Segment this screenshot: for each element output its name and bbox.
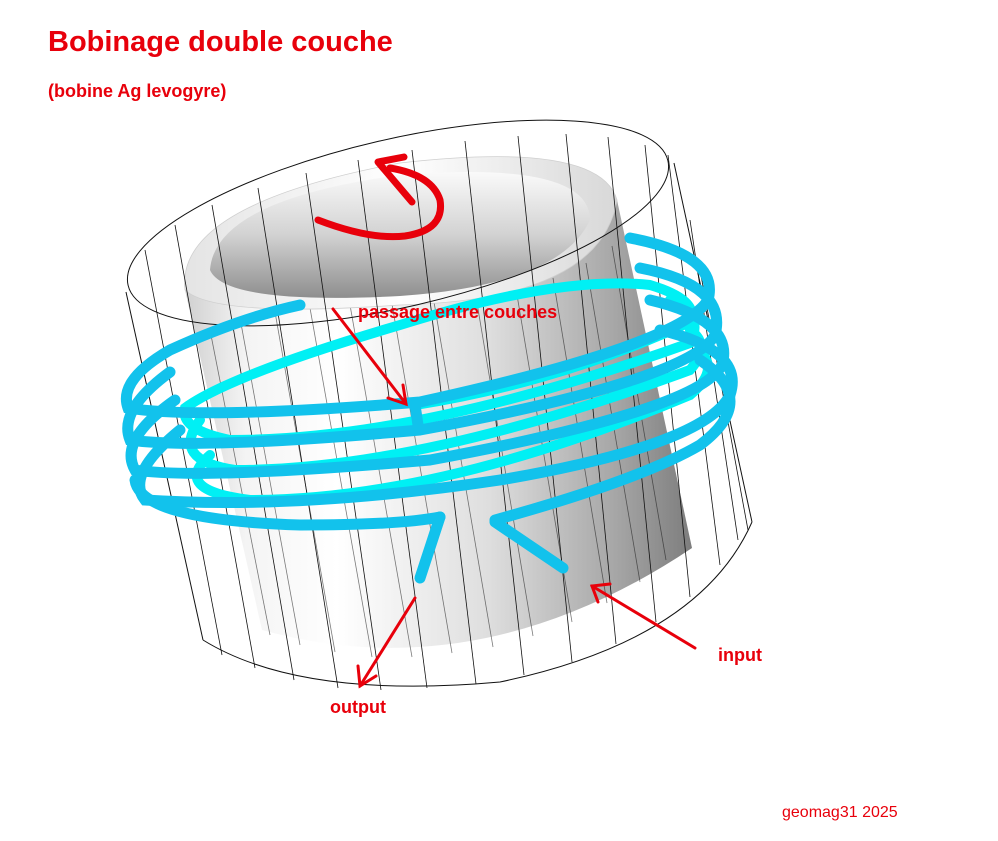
input-arrow: [589, 582, 697, 650]
counter-clockwise-rotation-arrow-icon: [314, 153, 445, 241]
passage-label: passage entre couches: [358, 302, 558, 322]
annotation-arrows: [331, 307, 697, 689]
credit-text: geomag31 2025: [782, 804, 898, 821]
page-subtitle: (bobine Ag levogyre): [48, 81, 227, 101]
page-title: Bobinage double couche: [48, 26, 393, 58]
output-label: output: [330, 697, 386, 717]
outer-layer-winding: [120, 232, 738, 584]
output-arrow: [356, 596, 417, 689]
input-label: input: [718, 645, 762, 665]
passage-arrow: [331, 307, 408, 407]
